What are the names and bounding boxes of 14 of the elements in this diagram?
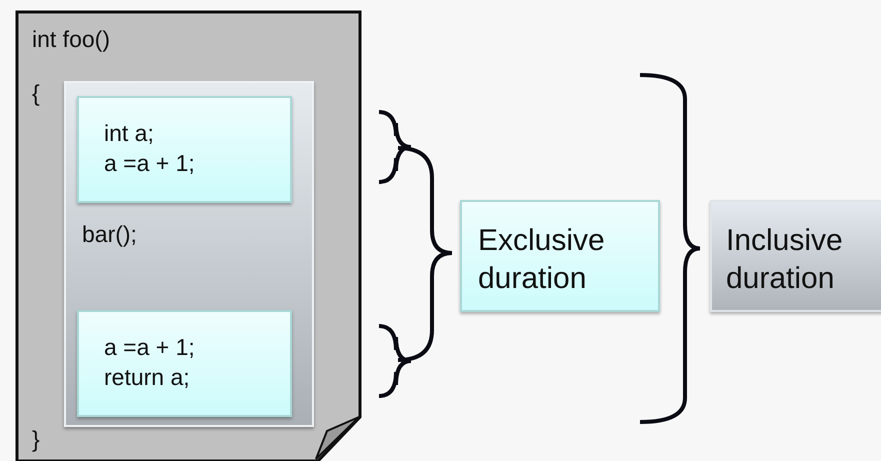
code-text: int foo() (32, 25, 110, 54)
label-box (460, 200, 660, 312)
label-text: Inclusive duration (726, 223, 844, 297)
label-text: Exclusive duration (478, 223, 606, 297)
code-text: a =a + 1; return a; (104, 333, 195, 392)
code-panel (64, 81, 314, 427)
label-box (710, 200, 881, 312)
code-text: int a; a =a + 1; (104, 119, 195, 178)
code-text: { (32, 79, 40, 108)
code-box (77, 96, 292, 203)
document-shape (15, 10, 362, 461)
code-text: } (32, 425, 40, 454)
code-text: bar(); (82, 220, 137, 249)
code-box (77, 310, 292, 417)
